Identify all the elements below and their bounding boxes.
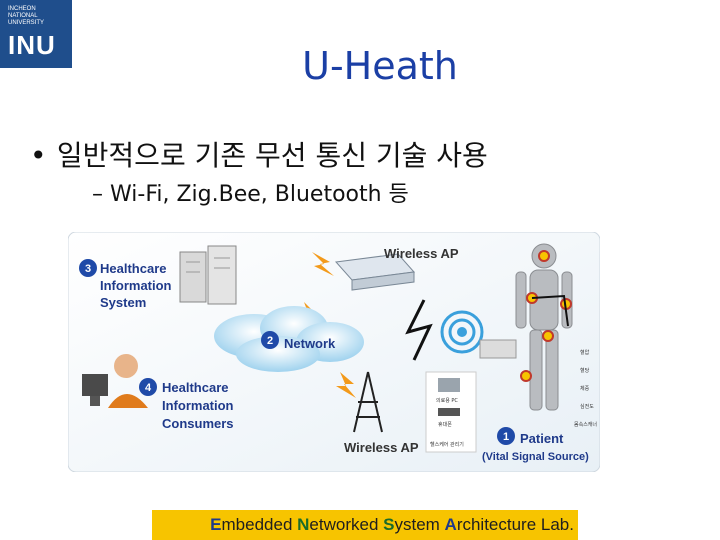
label-consumers-2: Information [162,398,234,413]
pc-icon [438,378,460,392]
label-vital-signal: (Vital Signal Source) [482,451,589,463]
svg-text:혈당: 혈당 [580,367,590,374]
svg-text:몸속스캐너: 몸속스캐너 [574,421,597,428]
signal-icon [336,372,356,398]
label-patient: Patient [520,431,564,446]
label-network: Network [284,336,336,351]
label-consumers-3: Consumers [162,416,234,431]
sensor-icon [520,250,572,382]
label-device-manager: 헬스케어 관리기 [430,441,464,448]
label-healthcare-system-1: Healthcare [100,261,166,276]
signal-icon [312,252,334,276]
u-health-diagram: 3 Healthcare Information System Wireless… [68,232,600,472]
wireless-tower-icon [353,371,383,433]
logo-text: INCHEON NATIONAL UNIVERSITY [8,6,45,26]
phone-icon [438,408,460,416]
badge-4-number: 4 [145,382,152,394]
link-arrow [405,299,433,361]
device-list: 혈압 혈당 체중 심전도 몸속스캐너 [574,349,597,428]
badge-3-number: 3 [85,263,91,275]
logo-mark: INU [8,30,56,60]
server-icon [179,245,237,305]
gateway-device-icon [479,339,517,359]
signal-icon [300,302,320,332]
badge-2-number: 2 [267,335,273,347]
badge-1-number: 1 [503,431,509,443]
bullet-icon: • [30,139,47,172]
patient-body-icon [515,243,573,411]
university-logo: INCHEON NATIONAL UNIVERSITY INU [0,0,72,68]
lab-footer: Embedded Networked System Architecture L… [152,510,578,540]
label-device-pc: 의료용 PC [436,397,458,404]
badge-4 [139,378,157,396]
wireless-signal-icon [440,310,484,354]
label-healthcare-system-2: Information [100,278,172,293]
svg-text:혈압: 혈압 [580,349,590,356]
consumer-person-icon [82,354,148,408]
bullet-point-2: – Wi-Fi, Zig.Bee, Bluetooth 등 [92,182,409,207]
label-healthcare-system-3: System [100,295,146,310]
badge-2 [261,331,279,349]
label-consumers-1: Healthcare [162,380,228,395]
bullet-text-1: 일반적으로 기존 무선 통신 기술 사용 [56,139,488,172]
badge-1 [497,427,515,445]
svg-text:심전도: 심전도 [580,403,594,410]
slide-title: U-Heath [302,44,458,88]
label-wireless-ap-bottom: Wireless AP [344,440,419,455]
label-wireless-ap-top: Wireless AP [384,246,459,261]
label-device-phone: 휴대폰 [438,421,452,428]
bullet-point-1: • 일반적으로 기존 무선 통신 기술 사용 [30,134,488,174]
badge-3 [79,259,97,277]
svg-text:체중: 체중 [580,385,590,392]
wireless-ap-top-icon [334,253,416,291]
